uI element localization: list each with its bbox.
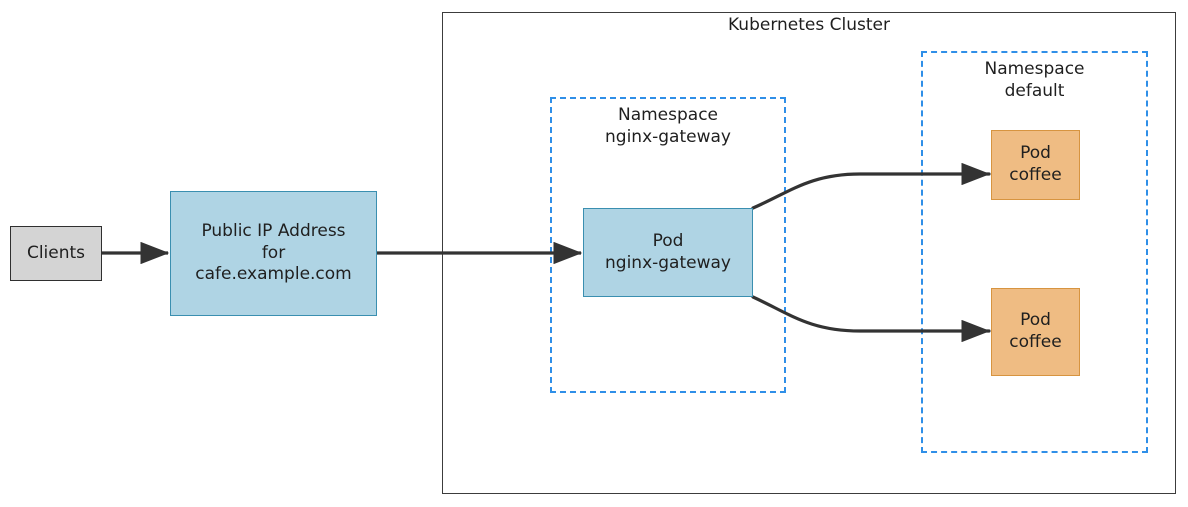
namespace-default-label: Namespace default (984, 59, 1085, 102)
node-pod-coffee-2[interactable]: Pod coffee (991, 288, 1080, 376)
kubernetes-cluster-label: Kubernetes Cluster (728, 15, 890, 35)
node-pod-nginx-gateway[interactable]: Pod nginx-gateway (583, 208, 753, 297)
namespace-default-boundary (921, 51, 1148, 453)
node-pod-coffee-1[interactable]: Pod coffee (991, 130, 1080, 200)
namespace-nginx-gateway-label: Namespace nginx-gateway (605, 105, 731, 148)
node-public-ip-address[interactable]: Public IP Address for cafe.example.com (170, 191, 377, 316)
namespace-nginx-gateway-boundary (550, 97, 786, 393)
node-clients[interactable]: Clients (10, 226, 102, 281)
